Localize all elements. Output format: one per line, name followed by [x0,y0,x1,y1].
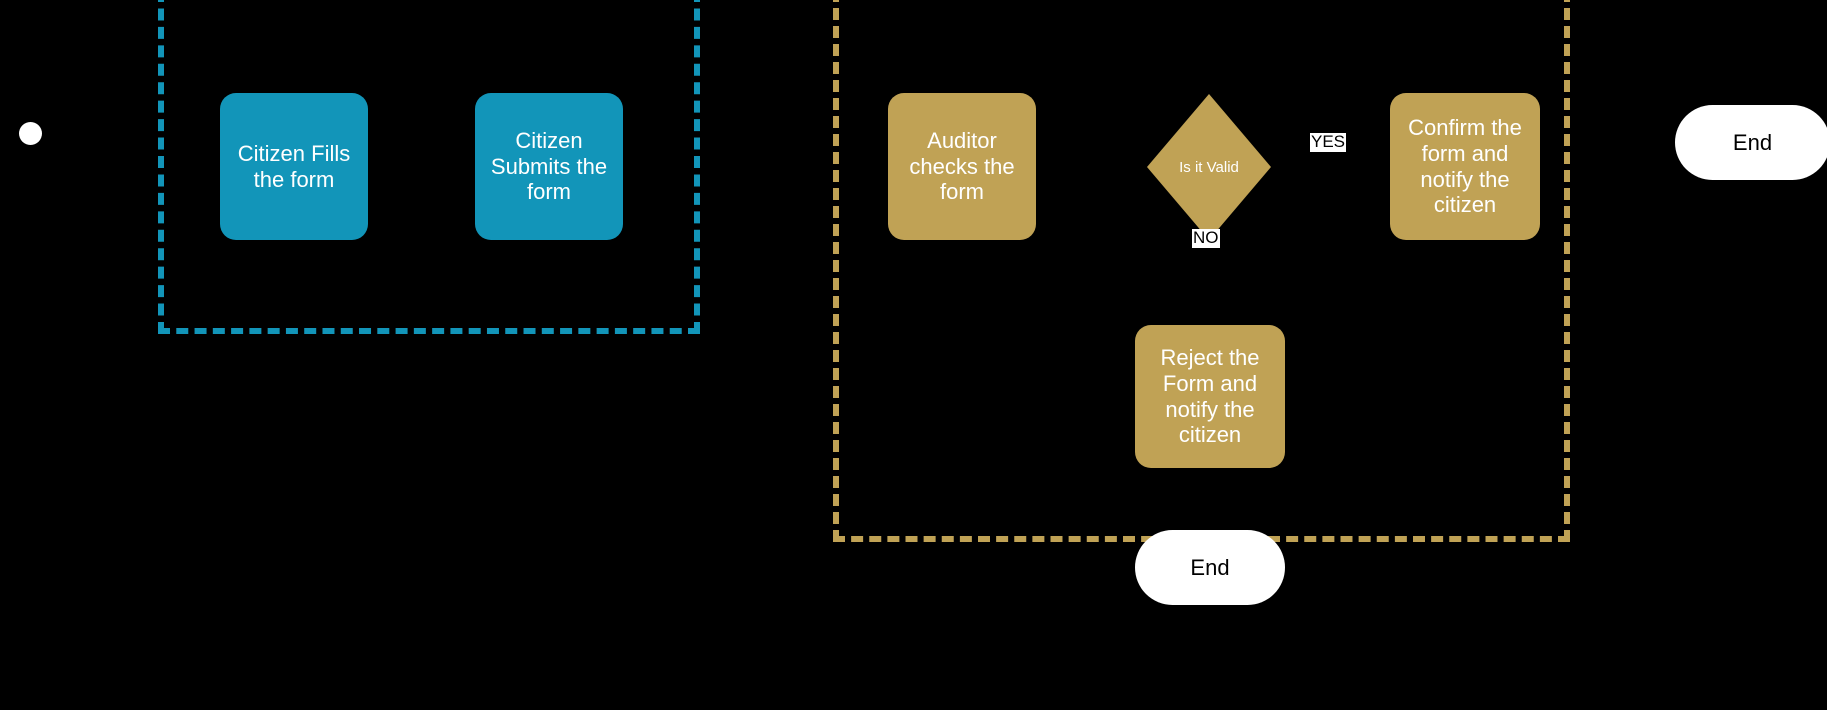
node-end-right[interactable]: End [1675,105,1827,180]
node-citizen-fills-the-form[interactable]: Citizen Fills the form [220,93,368,240]
edge-label-yes: YES [1310,132,1347,152]
node-citizen-submits-the-form[interactable]: Citizen Submits the form [475,93,623,240]
node-is-it-valid-decision[interactable]: Is it Valid [1147,94,1271,240]
node-confirm-the-form-and-notify-the-citizen[interactable]: Confirm the form and notify the citizen [1390,93,1540,240]
node-end-bottom[interactable]: End [1135,530,1285,605]
edge-label-no: NO [1192,228,1220,248]
node-auditor-checks-the-form[interactable]: Auditor checks the form [888,93,1036,240]
node-reject-the-form-and-notify-the-citizen[interactable]: Reject the Form and notify the citizen [1135,325,1285,468]
decision-label: Is it Valid [1179,158,1239,176]
start-node[interactable] [19,122,42,145]
citizen-lane-container[interactable] [158,0,700,334]
